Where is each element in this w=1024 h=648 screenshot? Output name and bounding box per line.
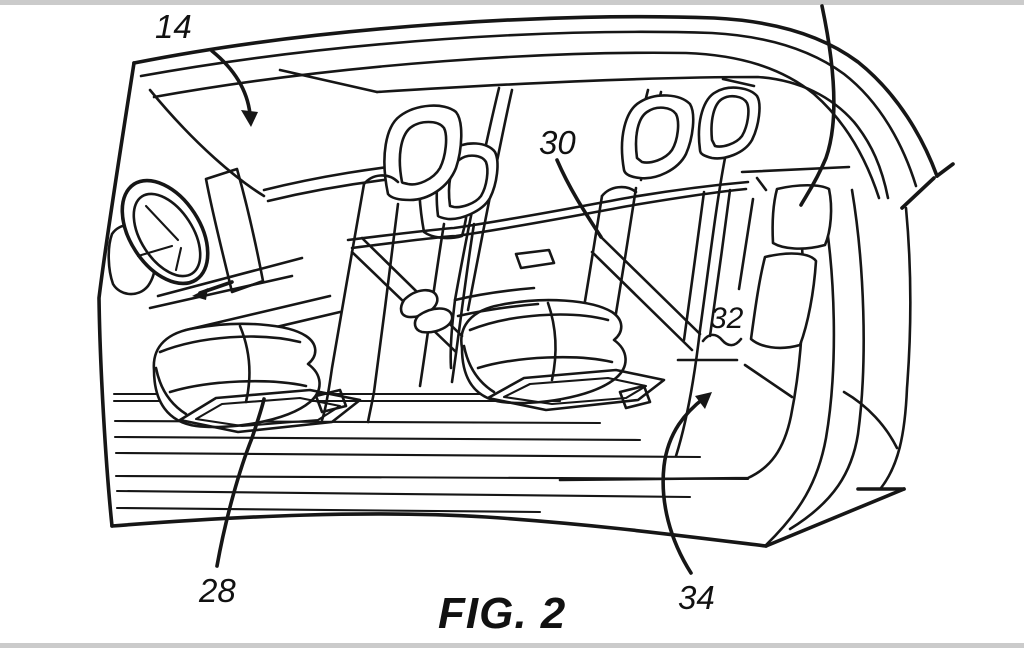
steering-wheel-rim-inner: [132, 192, 202, 278]
leader-30: [555, 158, 603, 239]
steering-area: [107, 167, 265, 296]
body-side-edge: [879, 206, 912, 490]
front-seat-cushion: [152, 322, 321, 429]
front-seats: [152, 104, 499, 434]
rear-corner-arc: [842, 390, 899, 450]
door-panel-seam-diag: [743, 363, 794, 399]
ref-label-30: 30: [539, 124, 576, 161]
page-edge-bottom: [0, 643, 1024, 648]
center-console: [399, 248, 556, 334]
cant-rail-line: [375, 75, 890, 200]
steering-spoke: [144, 204, 180, 242]
door-jamb-outer: [788, 188, 865, 531]
rear-far-headrest: [697, 86, 761, 160]
page-edge-top: [0, 0, 1024, 5]
door-panel-lower-pocket: [749, 252, 818, 350]
a-pillar-outer-edge: [97, 61, 136, 528]
headliner-line: [152, 51, 881, 200]
rear-floor-mat: [486, 368, 666, 412]
windshield-inner-line: [148, 88, 266, 198]
rear-lower-diagonal: [764, 487, 906, 548]
windshield-header-line: [278, 68, 379, 94]
ref-label-34: 34: [678, 579, 715, 616]
door-panel-crease: [737, 197, 755, 291]
leader-top-right: [799, 4, 836, 207]
rail-detail-dash: [721, 77, 756, 88]
rear-near-headrest: [620, 94, 695, 180]
leader-lines: [210, 4, 836, 575]
leader-28: [215, 397, 266, 568]
door-belt-edge: [740, 165, 851, 174]
roof-inner-line: [139, 30, 918, 188]
roof-outer-line: [132, 14, 939, 178]
ref-label-32: 32: [710, 302, 744, 335]
ref-label-14: 14: [155, 8, 192, 45]
front-near-headrest: [383, 104, 463, 202]
leader-14-arrowhead: [241, 110, 258, 127]
rear-seats: [460, 86, 761, 412]
front-near-seatback: [320, 182, 366, 422]
leader-34: [661, 396, 706, 575]
ref-32-underline-squiggle: [701, 333, 743, 347]
door-panel-upper-pocket: [771, 183, 833, 250]
door-jamb-mid: [764, 196, 836, 547]
steering-wheel-rim: [120, 178, 210, 286]
vehicle-body-outline: [97, 14, 955, 548]
figure-caption: FIG. 2: [438, 589, 567, 638]
front-floor-mat: [178, 388, 362, 434]
steering-column: [204, 167, 265, 294]
door-panel-left-edge: [674, 156, 727, 458]
rear-far-seatback: [682, 190, 706, 342]
d-pillar-notch: [935, 162, 955, 178]
beltline-upper: [346, 180, 750, 242]
d-pillar-lower-edge: [900, 176, 936, 210]
console-top: [514, 248, 556, 270]
beltline-lower: [350, 187, 748, 250]
rear-seat-anchor: [618, 384, 652, 410]
leader-34-arrowhead: [695, 392, 712, 409]
body-bottom-edge: [110, 512, 768, 548]
door-trim-panel: [674, 156, 851, 458]
ref-label-28: 28: [199, 572, 236, 609]
leader-14: [210, 49, 252, 116]
front-seat-anchor: [314, 388, 348, 414]
